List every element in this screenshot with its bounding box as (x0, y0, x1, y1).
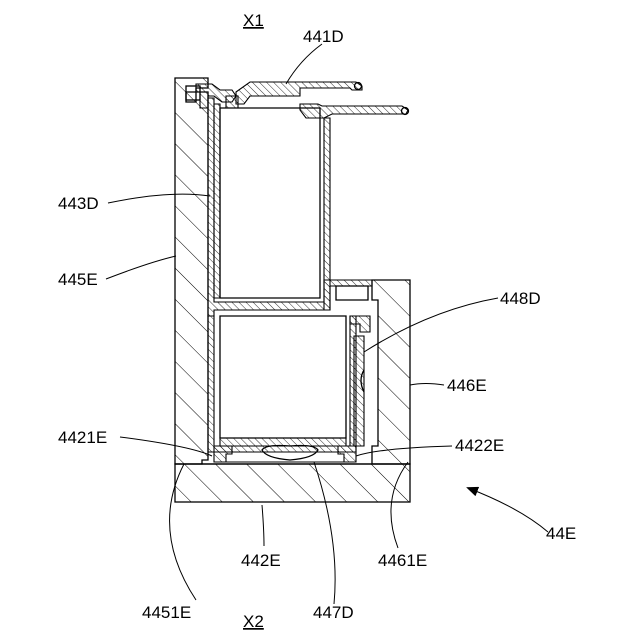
callout-445E: 445E (58, 270, 98, 289)
upper-profile-441D (236, 82, 362, 104)
leader-445E (106, 256, 176, 279)
lower-chamber-outer (208, 316, 356, 452)
callout-4451E: 4451E (142, 603, 191, 622)
main-profile-443D-outer (208, 98, 330, 316)
callout-4422E: 4422E (455, 436, 504, 455)
callout-44E: 44E (546, 524, 576, 543)
insert-strip-448D (354, 336, 364, 446)
lower-chamber-inner (220, 316, 346, 438)
callout-448D: 448D (500, 289, 541, 308)
leader-441D (286, 44, 322, 84)
axis-label-bottom: X2 (243, 612, 264, 631)
bottom-clip-right (338, 446, 356, 462)
arrow-44E (468, 488, 548, 532)
middle-rib-right (336, 286, 368, 300)
right-frame-446E (372, 280, 410, 464)
callout-446E: 446E (447, 376, 487, 395)
bottom-sill-442E (175, 464, 410, 502)
axis-label-top: X1 (243, 11, 264, 30)
callout-4461E: 4461E (378, 551, 427, 570)
callout-443D: 443D (58, 194, 99, 213)
leader-446E (410, 384, 444, 386)
callout-447D: 447D (313, 603, 354, 622)
lower-chamber-floor (220, 438, 346, 446)
upper-profile-arm (300, 104, 408, 118)
middle-rib (324, 280, 372, 310)
callout-442E: 442E (241, 551, 281, 570)
bottom-clip-left (214, 446, 232, 462)
leader-442E (262, 505, 264, 546)
upper-chamber-wall (220, 108, 320, 298)
left-frame-445E (175, 78, 208, 464)
callout-4421E: 4421E (58, 428, 107, 447)
upper-chamber-inner-left (214, 104, 220, 298)
top-clip-right (226, 96, 238, 108)
callout-441D: 441D (303, 27, 344, 46)
